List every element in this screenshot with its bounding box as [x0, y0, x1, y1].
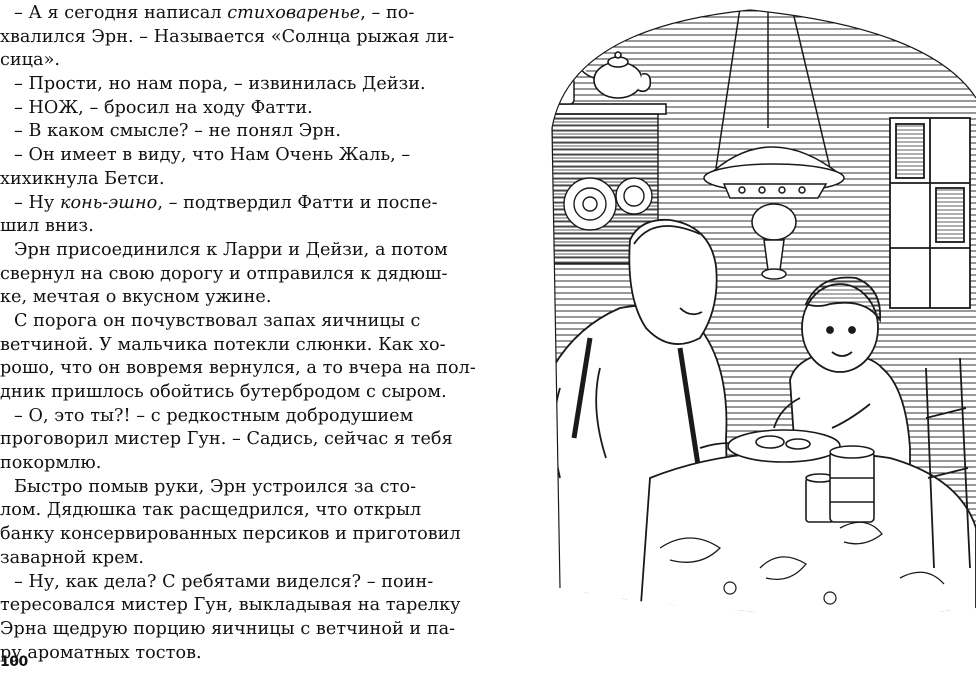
plates-on-dresser — [563, 177, 653, 231]
cup-drawing — [805, 473, 835, 523]
plate-drawing — [727, 429, 841, 463]
text-line: банку консервированных персиков и пригот… — [0, 523, 506, 547]
text-line: хвалился Эрн. – Называется «Солнца рыжая… — [0, 26, 506, 50]
text-line: тересовался мистер Гун, выкладывая на та… — [0, 594, 506, 618]
illustration-scene — [552, 10, 976, 615]
text-line: сица». — [0, 49, 506, 73]
window-drawing — [889, 117, 971, 309]
text-line: дник пришлось обойтись бутербродом с сыр… — [0, 381, 506, 405]
text-line: шил вниз. — [0, 215, 506, 239]
text-line: – В каком смысле? – не понял Эрн. — [0, 120, 506, 144]
text-line-part: – О, это ты?! – с редкостным добродушием — [14, 405, 414, 426]
text-line-part: свернул на свою дорогу и отправился к дя… — [0, 263, 448, 284]
text-line-part: , – по- — [360, 3, 415, 23]
text-line: – Ну, как дела? С ребятами виделся? – по… — [0, 571, 506, 595]
text-line-part: – НОЖ, – бросил на ходу Фатти. — [14, 97, 313, 118]
text-line: С порога он почувствовал запах яичницы с — [0, 310, 506, 334]
text-line-part: ру ароматных тостов. — [0, 642, 202, 663]
text-line-emphasis: конь-эшно — [59, 192, 158, 213]
text-line-part: лом. Дядюшка так расщедрился, что открыл — [0, 500, 422, 521]
text-line-part: банку консервированных персиков и пригот… — [0, 524, 461, 545]
text-line: – Ну конь-эшно, – подтвердил Фатти и пос… — [0, 192, 506, 216]
text-line-emphasis: стиховаренье — [227, 3, 361, 23]
text-line: – А я сегодня написал стиховаренье, – по… — [0, 2, 506, 26]
text-line-part: – В каком смысле? – не понял Эрн. — [14, 121, 341, 142]
hanging-lamp-drawing — [703, 10, 845, 280]
text-line-part: – Ну — [14, 192, 60, 213]
text-line-part: дник пришлось обойтись бутербродом с сыр… — [0, 382, 447, 402]
text-line: рошо, что он вовремя вернулся, а то вчер… — [0, 357, 506, 381]
text-line-part: проговорил мистер Гун. – Садись, сейчас … — [0, 429, 453, 450]
text-line-part: ветчиной. У мальчика потекли слюнки. Как… — [0, 334, 446, 355]
text-line-part: – Прости, но нам пора, – извинилась Дейз… — [14, 74, 426, 95]
text-line-part: заварной крем. — [0, 547, 145, 568]
teapot-drawing — [577, 51, 652, 99]
text-line: Эрн присоединился к Ларри и Дейзи, а пот… — [0, 239, 506, 263]
text-line: ке, мечтая о вкусном ужине. — [0, 286, 506, 310]
text-line-part: Эрн присоединился к Ларри и Дейзи, а пот… — [14, 239, 448, 260]
text-line: покормлю. — [0, 452, 506, 476]
text-line: лом. Дядюшка так расщедрился, что открыл — [0, 499, 506, 523]
text-line: – Он имеет в виду, что Нам Очень Жаль, – — [0, 144, 506, 168]
text-line: свернул на свою дорогу и отправился к дя… — [0, 263, 506, 287]
text-line-part: – А я сегодня написал — [14, 3, 228, 23]
text-line: – О, это ты?! – с редкостным добродушием — [0, 405, 506, 429]
chair-drawing — [925, 357, 971, 569]
peach-can-drawing — [829, 445, 875, 523]
text-line-part: ке, мечтая о вкусном ужине. — [0, 287, 272, 308]
text-line: хихикнула Бетси. — [0, 168, 506, 192]
kitchen-illustration — [551, 9, 976, 615]
illustration-border — [551, 9, 976, 589]
text-line-part: – Ну, как дела? С ребятами виделся? – по… — [14, 571, 434, 592]
text-line-part: шил вниз. — [0, 216, 94, 237]
text-line-part: тересовался мистер Гун, выкладывая на та… — [0, 595, 461, 616]
text-line-part: Быстро помыв руки, Эрн устроился за сто- — [14, 476, 417, 497]
text-line: проговорил мистер Гун. – Садись, сейчас … — [0, 428, 506, 452]
text-line-part: рошо, что он вовремя вернулся, а то вчер… — [0, 358, 476, 379]
page-number: 100 — [0, 654, 28, 670]
text-line-part: хихикнула Бетси. — [0, 168, 165, 189]
text-line-part: хвалился Эрн. – Называется «Солнца рыжая… — [0, 26, 455, 47]
text-line: – Прости, но нам пора, – извинилась Дейз… — [0, 73, 506, 97]
text-line-part: С порога он почувствовал запах яичницы с — [14, 310, 421, 331]
text-line: ветчиной. У мальчика потекли слюнки. Как… — [0, 334, 506, 358]
text-line-part: покормлю. — [0, 453, 102, 474]
text-line-part: , – подтвердил Фатти и поспе- — [157, 192, 438, 213]
text-line-part: – Он имеет в виду, что Нам Очень Жаль, – — [14, 145, 411, 166]
text-line: Эрна щедрую порцию яичницы с ветчиной и … — [0, 618, 506, 642]
table-drawing — [639, 450, 976, 615]
text-line-part: Эрна щедрую порцию яичницы с ветчиной и … — [0, 618, 456, 639]
text-line: Быстро помыв руки, Эрн устроился за сто- — [0, 476, 506, 500]
text-line-part: сица». — [0, 50, 61, 71]
text-line: – НОЖ, – бросил на ходу Фатти. — [0, 97, 506, 121]
text-line: заварной крем. — [0, 547, 506, 571]
body-text: – А я сегодня написал стиховаренье, – по… — [0, 2, 506, 665]
text-line: ру ароматных тостов. — [0, 642, 506, 666]
